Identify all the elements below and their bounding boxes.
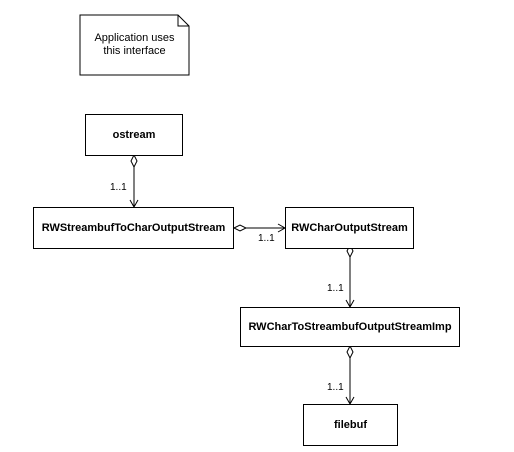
- note-shape: [79, 14, 190, 76]
- class-rw-char-output-stream[interactable]: RWCharOutputStream: [285, 207, 414, 249]
- aggregation-ostream-streambuf: [129, 153, 139, 209]
- multiplicity-ostream-streambuf: 1..1: [110, 182, 127, 193]
- note-line-2: this interface: [103, 45, 166, 57]
- multiplicity-charoutput-imp: 1..1: [327, 283, 344, 294]
- aggregation-streambuf-charoutput: [232, 223, 287, 233]
- class-rw-streambuf-to-char-output-stream[interactable]: RWStreambufToCharOutputStream: [33, 207, 234, 249]
- aggregation-charoutput-imp: [345, 243, 355, 309]
- multiplicity-streambuf-charoutput: 1..1: [258, 233, 275, 244]
- note-line-1: Application uses: [94, 32, 175, 44]
- class-filebuf[interactable]: filebuf: [303, 404, 398, 446]
- aggregation-imp-filebuf: [345, 344, 355, 406]
- class-rw-char-to-streambuf-output-stream-imp[interactable]: RWCharToStreambufOutputStreamImp: [240, 307, 460, 347]
- note-text: Application uses this interface: [80, 32, 189, 58]
- class-ostream[interactable]: ostream: [85, 114, 183, 156]
- multiplicity-imp-filebuf: 1..1: [327, 382, 344, 393]
